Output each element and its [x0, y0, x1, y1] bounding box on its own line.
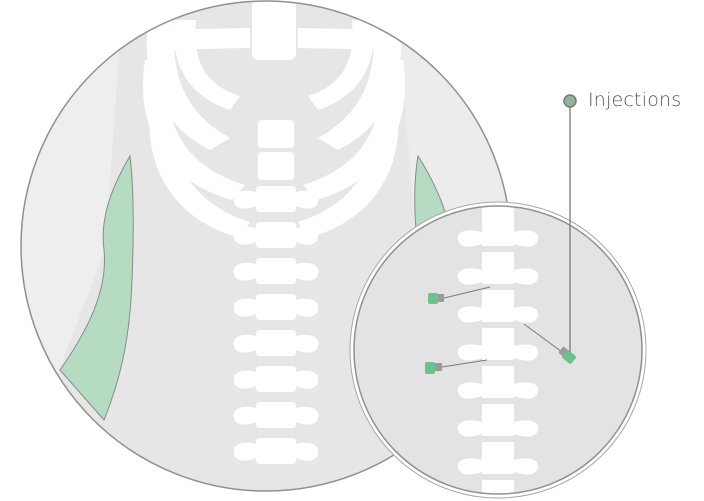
legend-marker-icon	[564, 95, 576, 107]
legend-label-injections: Injections	[588, 89, 681, 111]
small-magnifier-circle	[350, 200, 646, 500]
